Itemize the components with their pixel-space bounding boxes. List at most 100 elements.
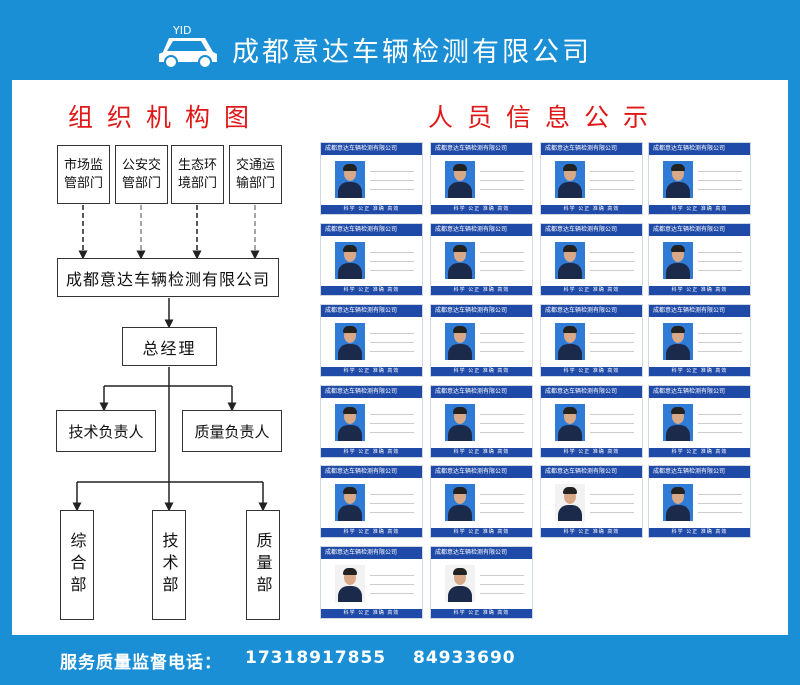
staff-info-lines: [590, 325, 634, 352]
quality-lead-box: 质量负责人: [182, 410, 282, 452]
staff-photo: [663, 242, 693, 279]
staff-card: 成都意达车辆检测有限公司科学 公正 准确 高效: [430, 304, 533, 377]
staff-photo: [335, 323, 365, 360]
staff-card-footer: 科学 公正 准确 高效: [321, 367, 422, 376]
staff-info-lines: [698, 406, 742, 433]
staff-card: 成都意达车辆检测有限公司科学 公正 准确 高效: [648, 385, 751, 458]
staff-card-footer: 科学 公正 准确 高效: [431, 528, 532, 537]
staff-photo: [335, 565, 365, 602]
staff-card-header: 成都意达车辆检测有限公司: [321, 224, 422, 236]
staff-photo: [555, 161, 585, 198]
dept-market-supervision: 市场监管部门: [57, 145, 110, 204]
staff-info-lines: [590, 406, 634, 433]
staff-card-header: 成都意达车辆检测有限公司: [431, 466, 532, 478]
dept-traffic-police: 公安交管部门: [115, 145, 168, 204]
staff-card: 成都意达车辆检测有限公司科学 公正 准确 高效: [320, 223, 423, 296]
staff-info-lines: [480, 163, 524, 190]
staff-card: 成都意达车辆检测有限公司科学 公正 准确 高效: [430, 223, 533, 296]
staff-card-header: 成都意达车辆检测有限公司: [649, 386, 750, 398]
staff-photo: [445, 161, 475, 198]
staff-card-footer: 科学 公正 准确 高效: [541, 286, 642, 295]
staff-info-lines: [590, 244, 634, 271]
company-title: 成都意达车辆检测有限公司: [232, 37, 592, 68]
staff-card-header: 成都意达车辆检测有限公司: [649, 224, 750, 236]
staff-card-header: 成都意达车辆检测有限公司: [649, 466, 750, 478]
staff-card: 成都意达车辆检测有限公司科学 公正 准确 高效: [320, 385, 423, 458]
staff-photo: [663, 484, 693, 521]
staff-info-lines: [370, 406, 414, 433]
staff-info-lines: [480, 244, 524, 271]
staff-card: 成都意达车辆检测有限公司科学 公正 准确 高效: [320, 142, 423, 215]
staff-card: 成都意达车辆检测有限公司科学 公正 准确 高效: [540, 304, 643, 377]
staff-card-header: 成都意达车辆检测有限公司: [321, 305, 422, 317]
staff-card-header: 成都意达车辆检测有限公司: [321, 386, 422, 398]
staff-card-header: 成都意达车辆检测有限公司: [649, 305, 750, 317]
staff-photo: [335, 484, 365, 521]
general-division-box: 综合部: [60, 510, 94, 620]
technical-division-box: 技术部: [152, 510, 186, 620]
staff-photo: [555, 404, 585, 441]
staff-card-header: 成都意达车辆检测有限公司: [321, 143, 422, 155]
staff-card: 成都意达车辆检测有限公司科学 公正 准确 高效: [430, 142, 533, 215]
staff-photo: [335, 242, 365, 279]
service-phone-label: 服务质量监督电话：: [60, 653, 222, 673]
staff-card-header: 成都意达车辆检测有限公司: [321, 547, 422, 559]
staff-card-header: 成都意达车辆检测有限公司: [431, 305, 532, 317]
staff-card: 成都意达车辆检测有限公司科学 公正 准确 高效: [540, 385, 643, 458]
staff-photo: [335, 161, 365, 198]
staff-card-footer: 科学 公正 准确 高效: [541, 448, 642, 457]
staff-section-title: 人员信息公示: [428, 103, 663, 132]
staff-card: 成都意达车辆检测有限公司科学 公正 准确 高效: [648, 465, 751, 538]
header-bar: YID 成都意达车辆检测有限公司: [0, 0, 800, 80]
staff-photo: [335, 404, 365, 441]
staff-info-lines: [480, 486, 524, 513]
staff-photo: [555, 484, 585, 521]
staff-card-footer: 科学 公正 准确 高效: [649, 286, 750, 295]
staff-card-footer: 科学 公正 准确 高效: [431, 205, 532, 214]
staff-photo: [663, 404, 693, 441]
right-border: [788, 80, 800, 635]
staff-card-header: 成都意达车辆检测有限公司: [431, 547, 532, 559]
quality-division-box: 质量部: [246, 510, 280, 620]
staff-card: 成都意达车辆检测有限公司科学 公正 准确 高效: [648, 142, 751, 215]
staff-photo: [555, 242, 585, 279]
staff-info-lines: [590, 486, 634, 513]
staff-card-header: 成都意达车辆检测有限公司: [649, 143, 750, 155]
staff-card-footer: 科学 公正 准确 高效: [431, 609, 532, 618]
service-phone-mobile: 17318917855: [245, 648, 387, 668]
staff-info-lines: [480, 325, 524, 352]
staff-card: 成都意达车辆检测有限公司科学 公正 准确 高效: [540, 465, 643, 538]
staff-card-footer: 科学 公正 准确 高效: [541, 367, 642, 376]
staff-card-header: 成都意达车辆检测有限公司: [431, 224, 532, 236]
footer-bar: 服务质量监督电话： 17318917855 84933690: [0, 635, 800, 685]
staff-card-footer: 科学 公正 准确 高效: [321, 528, 422, 537]
staff-card: 成都意达车辆检测有限公司科学 公正 准确 高效: [540, 142, 643, 215]
general-manager-box: 总经理: [122, 327, 217, 366]
staff-card-footer: 科学 公正 准确 高效: [431, 286, 532, 295]
staff-card-footer: 科学 公正 准确 高效: [321, 448, 422, 457]
staff-photo: [445, 323, 475, 360]
staff-card: 成都意达车辆检测有限公司科学 公正 准确 高效: [320, 465, 423, 538]
staff-card: 成都意达车辆检测有限公司科学 公正 准确 高效: [320, 304, 423, 377]
staff-info-lines: [698, 325, 742, 352]
staff-card-header: 成都意达车辆检测有限公司: [431, 386, 532, 398]
dept-ecology-environment: 生态环境部门: [171, 145, 224, 204]
staff-photo: [663, 323, 693, 360]
staff-card-footer: 科学 公正 准确 高效: [649, 205, 750, 214]
staff-card-footer: 科学 公正 准确 高效: [321, 286, 422, 295]
staff-info-lines: [370, 567, 414, 594]
staff-photo: [555, 323, 585, 360]
staff-card: 成都意达车辆检测有限公司科学 公正 准确 高效: [648, 223, 751, 296]
svg-text:YID: YID: [172, 24, 191, 37]
staff-card-header: 成都意达车辆检测有限公司: [541, 305, 642, 317]
staff-card-footer: 科学 公正 准确 高效: [431, 448, 532, 457]
staff-photo: [445, 484, 475, 521]
staff-card-header: 成都意达车辆检测有限公司: [541, 143, 642, 155]
car-logo-icon: YID: [159, 24, 217, 69]
staff-card: 成都意达车辆检测有限公司科学 公正 准确 高效: [430, 546, 533, 619]
company-box: 成都意达车辆检测有限公司: [57, 258, 279, 297]
staff-card-header: 成都意达车辆检测有限公司: [541, 224, 642, 236]
staff-info-lines: [698, 486, 742, 513]
staff-info-lines: [480, 406, 524, 433]
staff-card-footer: 科学 公正 准确 高效: [321, 205, 422, 214]
